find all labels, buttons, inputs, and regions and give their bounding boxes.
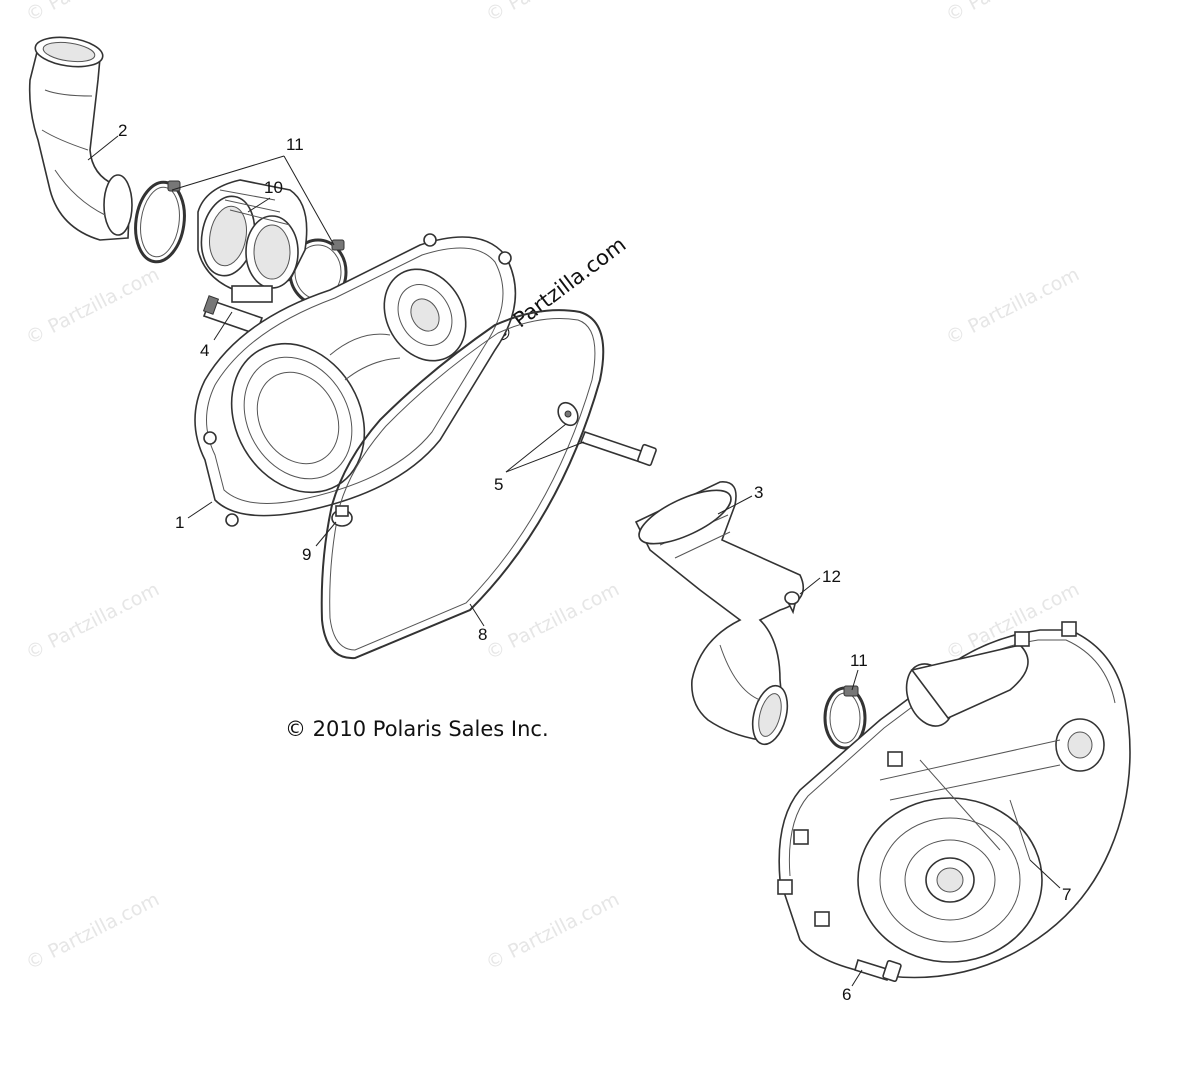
copyright-notice: © 2010 Polaris Sales Inc. [285, 717, 549, 741]
callout-3: 3 [754, 483, 763, 502]
part-1-inner-clutch-cover [194, 233, 517, 527]
watermark: © Partzilla.com [482, 888, 623, 974]
watermark: © Partzilla.com [22, 263, 163, 349]
callout-labels: 2 11 10 4 1 5 9 8 3 12 11 7 6 [118, 121, 1071, 1004]
part-10-adapter [197, 179, 308, 303]
part-5-bolt-washer [557, 401, 657, 467]
watermark: © Partzilla.com [942, 263, 1083, 349]
callout-4: 4 [200, 341, 209, 360]
watermark: © Partzilla.com [482, 0, 623, 26]
part-12-screw [784, 591, 800, 615]
callout-5: 5 [494, 475, 503, 494]
leader-lines [87, 135, 1061, 987]
part-2-intake-duct [28, 36, 133, 241]
part-11-clamp-lower [823, 685, 867, 750]
callout-8: 8 [478, 625, 487, 644]
part-9-nut [331, 505, 353, 527]
callout-2: 2 [118, 121, 127, 140]
callout-9: 9 [302, 545, 311, 564]
part-7-outer-clutch-cover [777, 621, 1131, 979]
callout-12: 12 [822, 567, 841, 586]
part-8-drive-belt [320, 309, 605, 660]
callout-11-lower: 11 [850, 651, 868, 670]
part-3-outlet-duct [634, 481, 805, 746]
callout-6: 6 [842, 985, 851, 1004]
watermark: © Partzilla.com [22, 578, 163, 664]
watermark: © Partzilla.com [22, 888, 163, 974]
callout-7: 7 [1062, 885, 1071, 904]
watermark: © Partzilla.com [942, 0, 1083, 26]
callout-1: 1 [175, 513, 184, 532]
callout-10: 10 [264, 178, 283, 197]
watermark: © Partzilla.com [482, 578, 623, 664]
callout-11-upper: 11 [286, 135, 304, 154]
part-6-bolt [854, 958, 902, 983]
watermark: © Partzilla.com [22, 0, 163, 26]
